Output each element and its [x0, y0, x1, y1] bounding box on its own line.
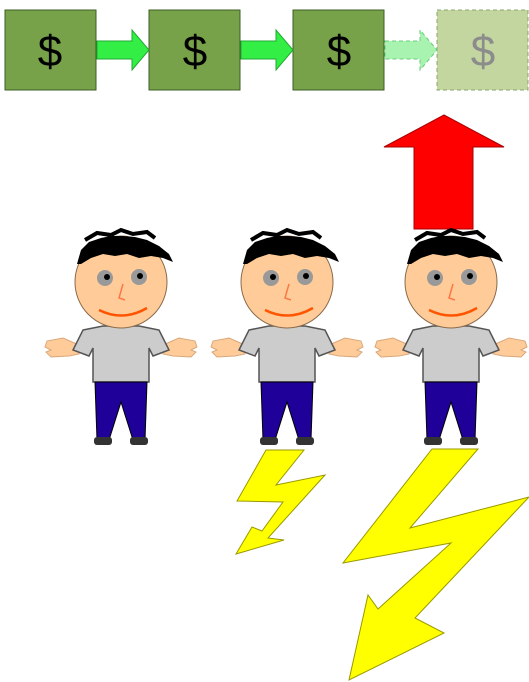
dollar-symbol-3: $ — [327, 27, 351, 76]
dollar-box-1: $ — [5, 10, 96, 90]
person-icon-1 — [45, 230, 197, 445]
right-arrow-1 — [97, 30, 149, 70]
dollar-box-4-faded: $ — [437, 10, 528, 90]
dollar-box-3: $ — [293, 10, 384, 90]
dollar-symbol-2: $ — [183, 27, 207, 76]
dollar-box-2: $ — [149, 10, 240, 90]
lightning-icon-small — [236, 450, 325, 554]
person-icon-2 — [211, 230, 363, 445]
dollar-symbol-4: $ — [471, 27, 495, 76]
up-arrow-icon — [384, 115, 504, 229]
right-arrow-2 — [241, 30, 293, 70]
dollar-symbol-1: $ — [38, 27, 62, 76]
money-flow-row: $ $ $ $ — [5, 10, 528, 90]
person-icon-3 — [375, 230, 527, 445]
right-arrow-3-faded — [385, 30, 437, 70]
lightning-icon-large — [343, 449, 529, 680]
